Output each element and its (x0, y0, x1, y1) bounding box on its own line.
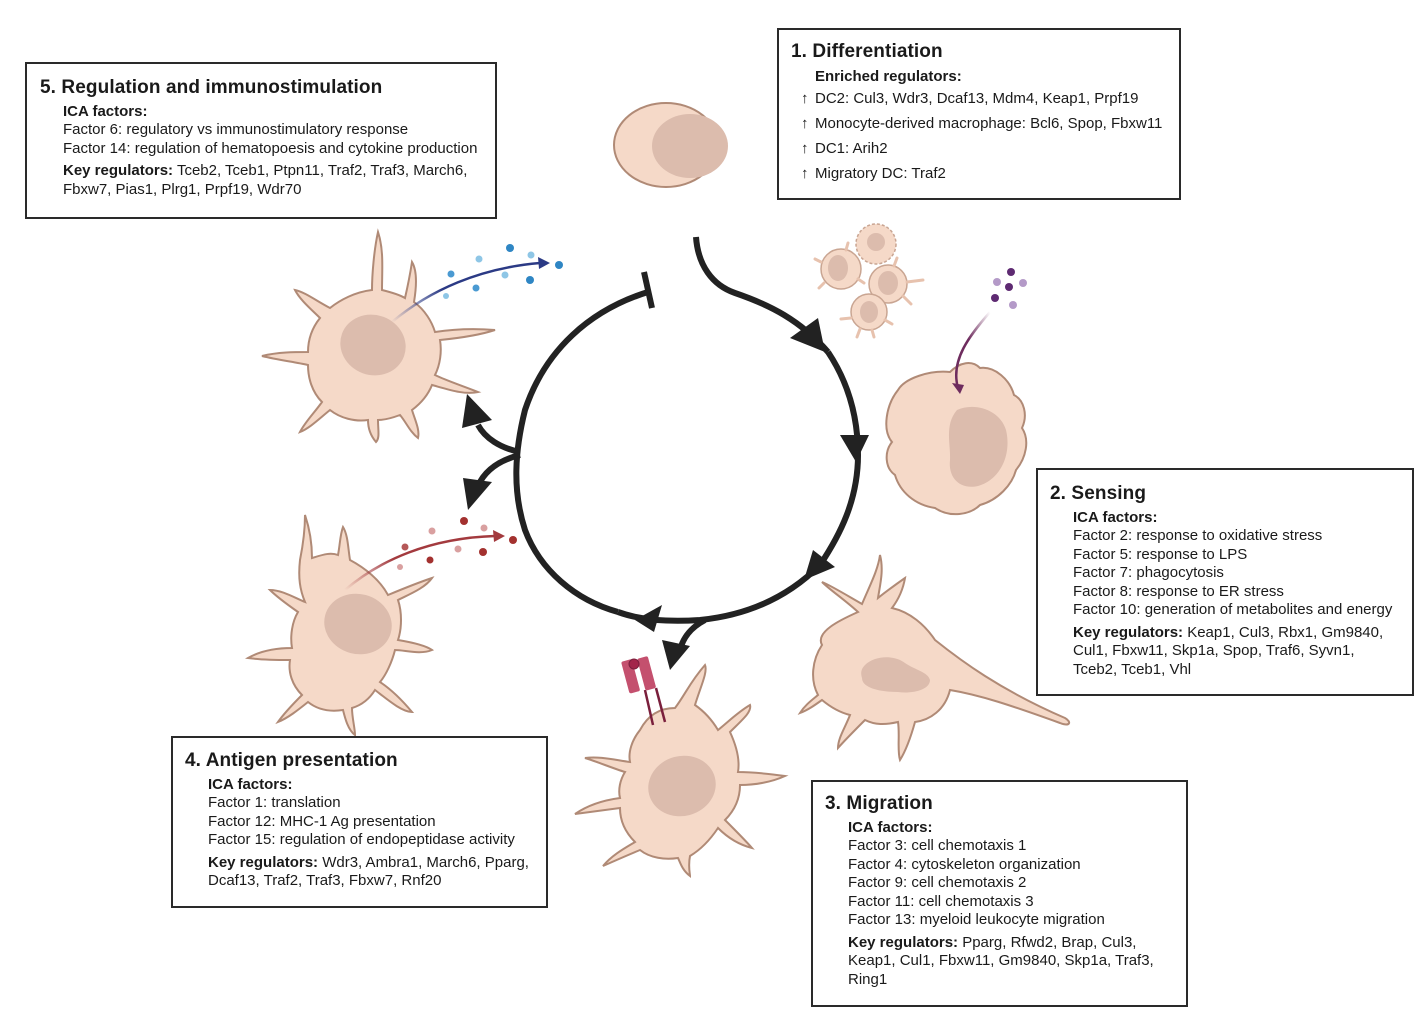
key-regulators: Key regulators: Keap1, Cul3, Rbx1, Gm984… (1073, 623, 1384, 678)
cycle-bottom-arc (616, 562, 823, 624)
ica-factor-item: Factor 7: phagocytosis (1073, 564, 1224, 581)
small-cell (813, 241, 866, 290)
key-regulators-label: Key regulators: (208, 853, 319, 871)
enriched-regulator-item: ↑DC2: Cul3, Wdr3, Dcaf13, Mdm4, Keap1, P… (791, 86, 1167, 111)
cytokines-blue (443, 244, 563, 299)
small-cell (839, 293, 894, 339)
cytokine-release-arrowhead-red (493, 530, 505, 542)
arrowhead-antigen-branch (662, 640, 690, 670)
key-regulators-label: Key regulators: (848, 933, 959, 951)
ica-factors-label: ICA factors: (848, 819, 933, 836)
arrowhead-differentiation (790, 318, 825, 352)
stage-regulation-box: 5. Regulation and immunostimulation ICA … (25, 62, 497, 219)
antigen-presenting-cell (574, 663, 789, 879)
up-arrow-icon: ↑ (801, 115, 809, 132)
cytokines-red (397, 517, 517, 570)
stage-antigen-presentation-box: 4. Antigen presentation ICA factors: Fac… (171, 736, 548, 908)
differentiated-cell-cluster (813, 223, 925, 339)
stage-title: 1. Differentiation (791, 41, 943, 62)
migrating-cell (797, 554, 1071, 763)
enriched-regulator-item: ↑Migratory DC: Traf2 (791, 161, 1167, 186)
key-regulators: Key regulators: Wdr3, Ambra1, March6, Pp… (208, 853, 529, 890)
up-arrow-icon: ↑ (801, 140, 809, 157)
ica-factor-item: Factor 2: response to oxidative stress (1073, 527, 1323, 544)
small-cell (868, 256, 925, 311)
cytokine-release-arrowhead-blue (538, 257, 550, 269)
precursor-cell (613, 102, 728, 188)
stage-differentiation-box: 1. Differentiation Enriched regulators: … (777, 28, 1181, 200)
up-arrow-icon: ↑ (801, 90, 809, 107)
key-regulators-label: Key regulators: (63, 162, 174, 179)
cytokine-release-arrow-blue (391, 261, 541, 323)
ica-factor-item: Factor 12: MHC-1 Ag presentation (208, 812, 436, 830)
arrowhead-migration (804, 550, 835, 580)
ica-factor-item: Factor 9: cell chemotaxis 2 (848, 874, 1027, 891)
signal-uptake-arrowhead (952, 383, 964, 394)
enriched-regulator-item: ↑Monocyte-derived macrophage: Bcl6, Spop… (791, 111, 1167, 136)
cytokine-release-arrow-red (344, 534, 496, 591)
enriched-regulators-label: Enriched regulators: (815, 68, 962, 85)
arrowhead-sensing (840, 435, 869, 462)
branch-up-path (475, 423, 521, 455)
ica-factor-item: Factor 10: generation of metabolites and… (1073, 601, 1393, 618)
key-regulators-label: Key regulators: (1073, 623, 1184, 641)
enriched-regulator-item: ↑DC1: Arih2 (791, 136, 1167, 161)
stage-migration-box: 3. Migration ICA factors: Factor 3: cell… (811, 780, 1188, 1007)
ica-factor-item: Factor 3: cell chemotaxis 1 (848, 837, 1027, 854)
ica-factor-item: Factor 14: regulation of hematopoesis an… (63, 139, 478, 157)
lifecycle-cycle (475, 236, 862, 651)
ica-factor-item: Factor 4: cytoskeleton organization (848, 855, 1081, 873)
pathogen-signal (991, 268, 1027, 309)
up-arrow-icon: ↑ (801, 165, 809, 182)
signal-uptake-arrow (955, 311, 991, 389)
arrowhead-antigen (635, 605, 662, 632)
mhc-receptor (621, 656, 667, 726)
small-cell (855, 223, 897, 265)
cycle-right-arc (817, 350, 862, 567)
cycle-left-arc (513, 289, 649, 615)
ica-factors-label: ICA factors: (1073, 509, 1158, 526)
arrowhead-regulation-up (462, 394, 492, 428)
ica-factor-item: Factor 6: regulatory vs immunostimulator… (63, 121, 409, 138)
cycle-arrowheads (462, 318, 869, 670)
ica-factor-item: Factor 8: response to ER stress (1073, 582, 1284, 600)
ica-factor-item: Factor 11: cell chemotaxis 3 (848, 892, 1034, 910)
ica-factor-item: Factor 13: myeloid leukocyte migration (848, 911, 1105, 928)
key-regulators: Key regulators: Pparg, Rfwd2, Brap, Cul3… (848, 933, 1154, 988)
arrowhead-antigen-down (463, 478, 492, 510)
ica-factor-item: Factor 1: translation (208, 794, 341, 811)
ica-factors-label: ICA factors: (63, 103, 148, 120)
regulatory-cell (261, 228, 496, 444)
stage-title: 4. Antigen presentation (185, 750, 398, 771)
inhibition-bar (641, 271, 655, 309)
ica-factor-item: Factor 15: regulation of endopeptidase a… (208, 831, 515, 848)
sensing-cell (885, 362, 1028, 516)
stage-title: 5. Regulation and immunostimulation (40, 77, 383, 98)
key-regulators: Key regulators: Tceb2, Tceb1, Ptpn11, Tr… (63, 162, 468, 198)
stage-sensing-box: 2. Sensing ICA factors: Factor 2: respon… (1036, 468, 1414, 696)
stage-title: 3. Migration (825, 793, 933, 814)
stage-title: 2. Sensing (1050, 483, 1147, 504)
cytokine-secreting-cell (244, 514, 435, 737)
ica-factor-item: Factor 5: response to LPS (1073, 545, 1248, 563)
ica-factors-label: ICA factors: (208, 776, 293, 793)
